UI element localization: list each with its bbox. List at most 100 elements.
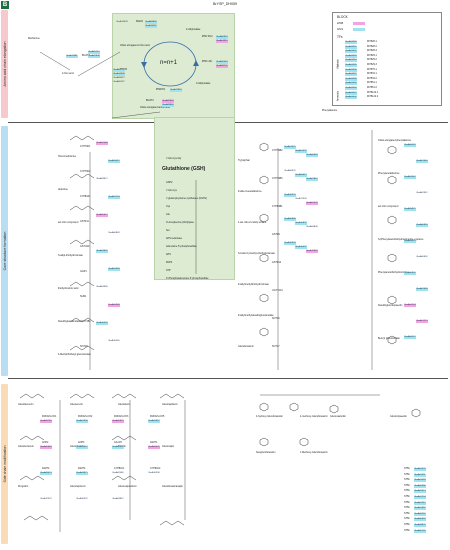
core-mid-compound: Glucobrassicin — [238, 345, 254, 348]
core-left-enzyme: GGP1 — [80, 270, 87, 273]
gsh-item: O-Acetylserine (thiol)lyase — [166, 221, 194, 224]
gene-chain-7: BraA04910 — [216, 40, 229, 43]
gsh-item: PAPS — [166, 261, 173, 264]
legend-tf-gene: BraA03399 — [345, 82, 358, 86]
core-right-compound: Phenylacetaldoxime — [378, 172, 400, 175]
core-left-gene: BraA00969 — [108, 304, 121, 307]
side-enzyme: FMOGS-OX2 — [78, 415, 93, 418]
side-gene: BraA01857 — [148, 420, 161, 423]
gene-chain-14: BraA09860 — [162, 104, 175, 107]
gene-chain-13: BraA09994 — [162, 100, 175, 103]
core-left-enzyme: CYP79F1 — [80, 145, 91, 148]
legend-block-lp08: LP08 — [337, 22, 344, 25]
legend-tf-gene: BraA03394 — [345, 59, 358, 63]
side-gene: BraA03871 — [76, 472, 89, 475]
core-mid-enzyme: SOT16 — [272, 317, 280, 320]
core-right-gene: BraA00818 — [416, 224, 429, 227]
legend-tf-gene: BraA03401 — [345, 91, 358, 95]
side-gene: BraA09657 — [76, 446, 89, 449]
gene-chain-1: BraA05161 — [88, 51, 101, 54]
gene-chain-15: BraA09612 — [113, 77, 125, 79]
gene-chain-5: BraA11020 — [145, 25, 157, 28]
enzyme-bcat4: BCAT4 — [82, 54, 90, 57]
gene-chain-16: BraA11981 — [66, 55, 78, 58]
core-right-gene: BraA01640 — [416, 160, 429, 163]
side-right-gene: BraA00745 — [414, 529, 427, 533]
side-right-gene: BraA01234 — [414, 496, 427, 499]
side-right-gene: BraA01367 — [414, 501, 427, 505]
side-right-prefix: ST5b — [404, 489, 410, 493]
core-mid-compound: 1-aci-nitro-2-indolyl ethane — [238, 221, 267, 224]
side-gene: BraA02080 — [112, 472, 124, 474]
gsh-title: Glutathione (GSH) — [162, 166, 206, 172]
side-right-gene: BraA00996 — [414, 484, 427, 488]
oxo-acid: 2-Oxo acid — [62, 72, 74, 75]
core-right-gene: BraA09670 — [404, 240, 417, 243]
gene-chain-8: BraA20044 — [216, 61, 229, 64]
core-right-gene: BraA01213 — [416, 320, 429, 323]
enzyme-bcat3: BCAT3 — [146, 99, 154, 102]
side-compound: Gluconapin — [162, 445, 175, 448]
core-right-gene: BraA02690 — [416, 288, 429, 291]
enzyme-ipmdh1: IPMDH1 — [156, 88, 166, 91]
isopropylmalate: 3-Alkylmalate — [196, 82, 211, 85]
core-left-gene: BraA02134 — [108, 196, 121, 199]
gene-chain-2: BraA02908 — [88, 55, 101, 58]
gene-chain-6: BraA00916 — [216, 36, 229, 39]
side-right-prefix: ST5b — [404, 478, 410, 482]
gsh-item: Ser — [166, 229, 170, 232]
legend-tf-name: MYB28.3 — [367, 49, 377, 53]
side-enzyme: FMOGS-OX3 — [114, 415, 129, 418]
legend-swatch-lp21 — [353, 28, 365, 31]
side-right-gene: BraA06291 — [414, 512, 427, 516]
side-gene: BraA00849 — [40, 446, 53, 449]
legend-tf-gene: BraA03396 — [345, 68, 358, 72]
side-gene: BraA10322 — [76, 498, 88, 500]
section-tab-side: Side chain modification — [1, 384, 8, 544]
legend-tf-gene: BraA03393 — [345, 54, 358, 58]
core-mid-gene: BraA17303 — [295, 198, 307, 200]
core-mid-compound: Indolylmethyldesulfoglucosinolate — [238, 314, 274, 317]
side-enzyme: IGMT1 — [150, 441, 158, 444]
legend-tf-gene: BraA03395 — [345, 64, 358, 67]
core-mid-enzyme: CYP83B1 — [272, 205, 283, 208]
enzyme-ipmi-lsu: IPMI LSU — [202, 60, 213, 63]
core-left-gene: BraA10025 — [96, 322, 109, 325]
gsh-item: Cys — [166, 205, 171, 208]
core-mid-gene: BraA16376 — [284, 194, 297, 197]
core-mid-enzyme: UGT74C1 — [272, 289, 283, 292]
gsh-item: GSH2 — [166, 181, 173, 184]
core-mid-gene: BraA10037 — [295, 246, 308, 249]
side-gene: BraA12370 — [40, 498, 52, 500]
gsh-item: Y-Glu-Cys-Gly — [166, 157, 182, 160]
figure-title: BrYSP_DH059 — [213, 2, 237, 6]
core-right-gene: BraA02941 — [416, 192, 428, 194]
gsh-item: APS — [166, 253, 171, 256]
core-right-compound: Chain-elongated phenylalanine — [378, 139, 411, 142]
core-mid-compound: Indole-3-acetaldoxime — [238, 190, 262, 193]
core-left-gene: BraA05617 — [96, 214, 109, 217]
legend-tf-name: MYB51.1 — [367, 81, 377, 85]
core-left-enzyme: SUR1 — [80, 295, 87, 298]
core-mid-gene: BraA16329 — [284, 242, 297, 245]
legend-tf-gene: BraA03392 — [345, 50, 358, 54]
gsh-item: Y-glutamylcysteine synthetase (GSH1) — [166, 197, 207, 200]
core-left-gene: BraA10055 — [108, 340, 120, 342]
side-right-gene: BraA01981 — [414, 507, 427, 511]
core-mid-gene: BraA12859 — [306, 250, 319, 253]
core-left-compound: Homomethionine — [58, 155, 77, 158]
side-gene: BraA05765 — [40, 420, 53, 423]
core-left-enzyme: SOT18 — [80, 345, 88, 348]
core-right-gene: BraA00012 — [404, 336, 417, 339]
core-mid-gene: BraA07867 — [306, 178, 319, 181]
core-mid-enzyme: GSTF10 — [272, 261, 282, 264]
side-compound: Glucoiberin — [118, 403, 131, 406]
side-gene: BraA00801 — [112, 446, 125, 449]
core-mid-compound: Indolylmethylthiohydroximate — [238, 283, 269, 286]
side-right-gene: BraA00833 — [414, 518, 427, 522]
side-compound: Glucobrassicanapin — [162, 485, 183, 488]
side-compound: Glucotropaeolin — [390, 415, 407, 418]
legend-tf-title: TFs — [337, 35, 343, 39]
side-enzyme: GS-OH — [114, 441, 122, 444]
